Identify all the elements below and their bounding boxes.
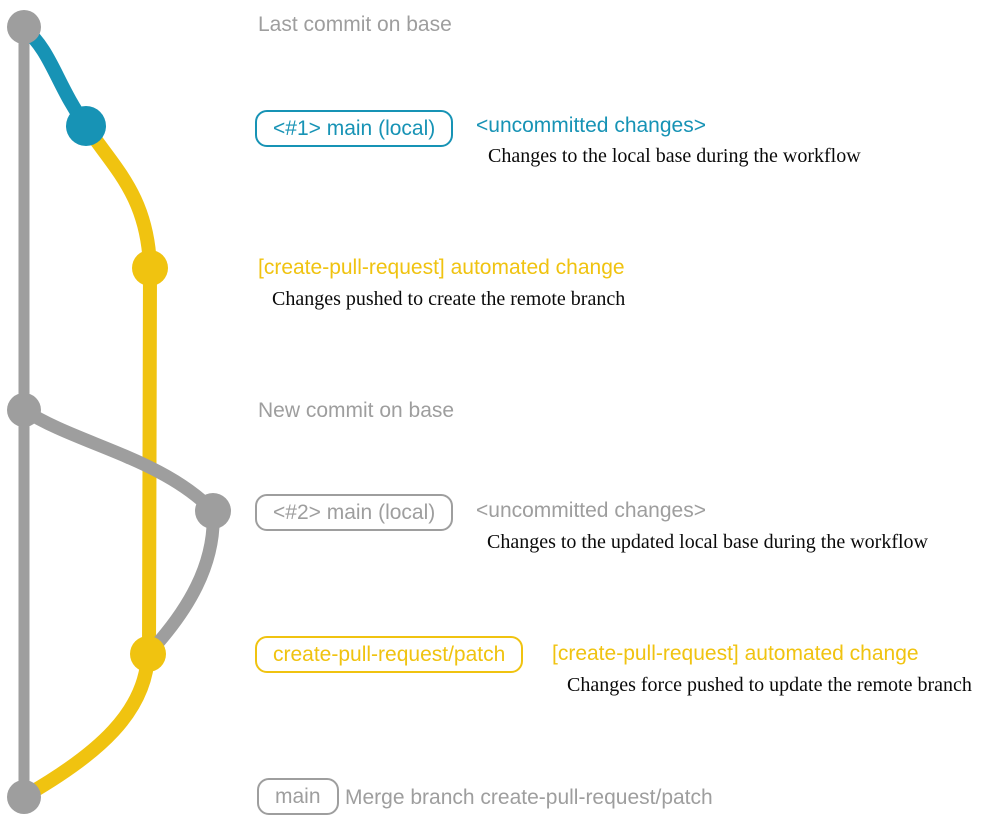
branch-badge-main-local-2: <#2> main (local) (255, 494, 454, 531)
desc-local-base-changes: Changes to the local base during the wor… (488, 145, 861, 167)
label-merge-branch: Merge branch create-pull-request/patch (345, 786, 713, 809)
branch-badge-main-local-1: <#1> main (local) (255, 110, 454, 147)
label-uncommitted-changes-1: <uncommitted changes> (476, 114, 706, 137)
branch-badge-patch: create-pull-request/patch (255, 636, 524, 673)
yellow-merge-curve (20, 647, 155, 802)
commit-merge-on-base (7, 780, 41, 814)
label-automated-change-1: [create-pull-request] automated change (258, 256, 625, 279)
commit-automated-change-1 (132, 250, 168, 286)
label-uncommitted-changes-2: <uncommitted changes> (476, 499, 706, 522)
branch-badge-main: main (257, 778, 339, 815)
commit-new-on-base (7, 393, 41, 427)
yellow-branch-line (79, 119, 158, 661)
desc-pushed-create-remote: Changes pushed to create the remote bran… (272, 288, 626, 310)
commit-main-local-1 (66, 106, 106, 146)
desc-force-pushed-update-remote: Changes force pushed to update the remot… (567, 674, 972, 696)
gray-update-branch-curve (17, 403, 220, 661)
commit-main-local-2 (195, 493, 231, 529)
commit-last-on-base (7, 10, 41, 44)
commit-automated-change-2 (130, 636, 166, 672)
annotation-new-commit-on-base: New commit on base (258, 399, 455, 422)
label-automated-change-2: [create-pull-request] automated change (552, 642, 919, 665)
desc-updated-local-base-changes: Changes to the updated local base during… (487, 531, 928, 553)
annotation-last-commit-on-base: Last commit on base (258, 13, 452, 36)
